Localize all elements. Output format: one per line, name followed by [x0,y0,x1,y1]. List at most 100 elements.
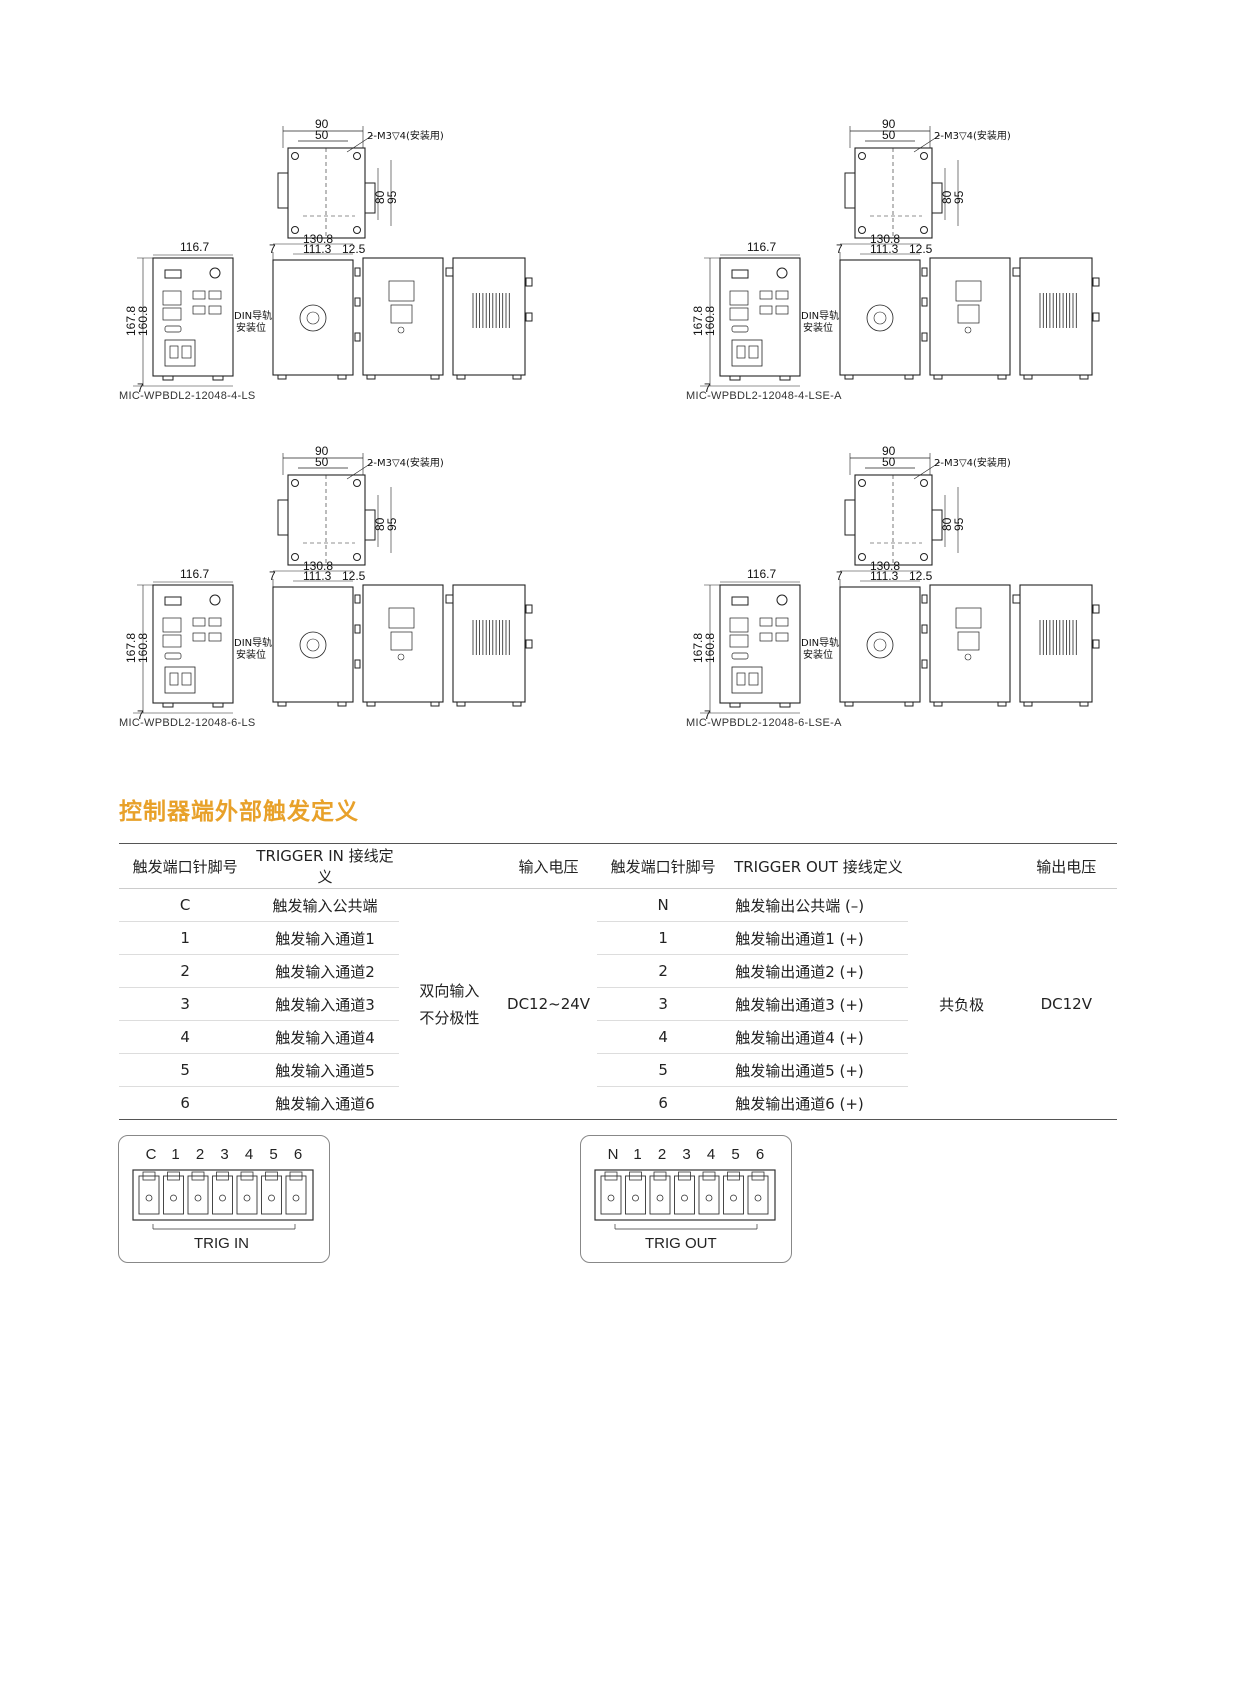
front-view [133,254,234,387]
in-pin-cell: 1 [119,921,252,955]
dim-167: 167.8 [691,633,705,663]
terminal-slot [212,1175,233,1215]
terminal-slot [723,1175,744,1215]
pin-label: 4 [244,1146,254,1163]
terminal-slot [674,1175,695,1215]
terminal-slot [649,1175,671,1215]
technical-drawing: 90 50 2-M3▽4(安装用) 80 95 [686,435,1210,735]
top-view [277,126,392,239]
dim-130: 130.8 [303,232,333,246]
terminal-screw [145,1194,153,1202]
side-view-fan [839,243,928,380]
terminal-tab [191,1171,205,1181]
in-voltage-cell: DC12~24V [500,888,598,1120]
dim-50: 50 [882,455,896,469]
out-voltage-cell: DC12V [1015,888,1117,1120]
model-label: MIC-WPBDL2-12048-6-LSE-A [686,717,842,729]
pin-label: 3 [220,1146,229,1163]
out-def-cell: 触发输出通道4 (+) [729,1020,908,1054]
terminal-slot [261,1175,282,1215]
header-out-pin: 触发端口针脚号 [597,843,730,889]
terminal-tab [678,1171,691,1181]
terminal-slot [600,1175,622,1215]
terminal-screw [730,1194,737,1202]
pin-label: 2 [657,1146,667,1163]
trigger-definition-table: 触发端口针脚号 TRIGGER IN 接线定义 输入电压 触发端口针脚号 TRI… [119,843,1117,1120]
drawing-svg: 90 50 2-M3▽4(安装用) 80 95 [124,444,533,722]
table-header-row: 触发端口针脚号 TRIGGER IN 接线定义 输入电压 触发端口针脚号 TRI… [119,843,1117,889]
side-view-terminal [929,257,1011,380]
dim-screw: 2-M3▽4(安装用) [934,129,1011,142]
top-view [844,453,959,566]
in-pin-cell: 5 [119,1053,252,1087]
side-view-terminal [929,584,1011,707]
dim-12: 12.5 [342,242,366,256]
pin-label: 1 [171,1146,180,1163]
dim-160: 160.8 [136,306,150,336]
dim-7: 7 [269,242,276,256]
in-def-cell: 触发输入通道4 [251,1020,399,1054]
dim-80: 80 [373,517,387,531]
terminal-tab [216,1171,229,1181]
terminal-tab [751,1171,765,1181]
dim-90: 90 [882,117,896,131]
side-view-terminal [362,584,444,707]
dim-116: 116.7 [747,240,776,254]
side-view-vent [1012,257,1100,380]
out-def-cell: 触发输出通道2 (+) [729,954,908,988]
dim-130: 130.8 [870,232,900,246]
din-label-1: DIN导轨 [801,309,839,322]
top-view [844,126,959,239]
in-def-cell: 触发输入公共端 [251,888,399,922]
terminal-tab [167,1171,180,1181]
terminal-slot [163,1175,184,1215]
dim-screw: 2-M3▽4(安装用) [934,456,1011,469]
dim-7-bottom: 7 [137,381,144,395]
terminal-tab [265,1171,278,1181]
in-type-line-2: 不分极性 [419,1009,480,1027]
terminal-screw [243,1194,251,1202]
pin-label: 6 [755,1146,765,1163]
terminal-screw [681,1194,688,1202]
dim-screw: 2-M3▽4(安装用) [367,129,444,142]
in-pin-cell: 4 [119,1020,252,1054]
dim-90: 90 [315,117,329,131]
din-label-1: DIN导轨 [234,309,272,322]
dim-167: 167.8 [124,633,138,663]
dim-111: 111.3 [870,242,899,256]
dim-7: 7 [269,569,276,583]
terminal-slot [236,1175,258,1215]
out-pin-cell: 1 [597,921,730,955]
din-label-2: 安装位 [803,648,833,661]
drawing-svg: 90 50 2-M3▽4(安装用) 80 95 [691,444,1100,722]
in-def-cell: 触发输入通道1 [251,921,399,955]
dim-111: 111.3 [303,569,332,583]
top-view [277,453,392,566]
dim-screw: 2-M3▽4(安装用) [367,456,444,469]
pin-label: 5 [269,1146,278,1163]
in-def-cell: 触发输入通道5 [251,1053,399,1087]
dim-95: 95 [385,190,399,204]
dim-80: 80 [940,190,954,204]
dim-50: 50 [315,455,329,469]
in-pin-cell: 3 [119,987,252,1021]
side-view-vent [445,257,533,380]
out-def-cell: 触发输出通道3 (+) [729,987,908,1021]
front-view [700,254,801,387]
header-in-pin: 触发端口针脚号 [119,843,252,889]
terminal-slot [285,1175,307,1215]
front-view [700,581,801,714]
terminal-tab [240,1171,254,1181]
dim-167: 167.8 [124,306,138,336]
out-pin-cell: 6 [597,1086,730,1120]
dim-160: 160.8 [703,306,717,336]
din-label-1: DIN导轨 [801,636,839,649]
trig-out-terminal-drawing [594,1169,776,1230]
model-label: MIC-WPBDL2-12048-6-LS [119,717,256,729]
dim-130: 130.8 [870,559,900,573]
dim-95: 95 [385,517,399,531]
